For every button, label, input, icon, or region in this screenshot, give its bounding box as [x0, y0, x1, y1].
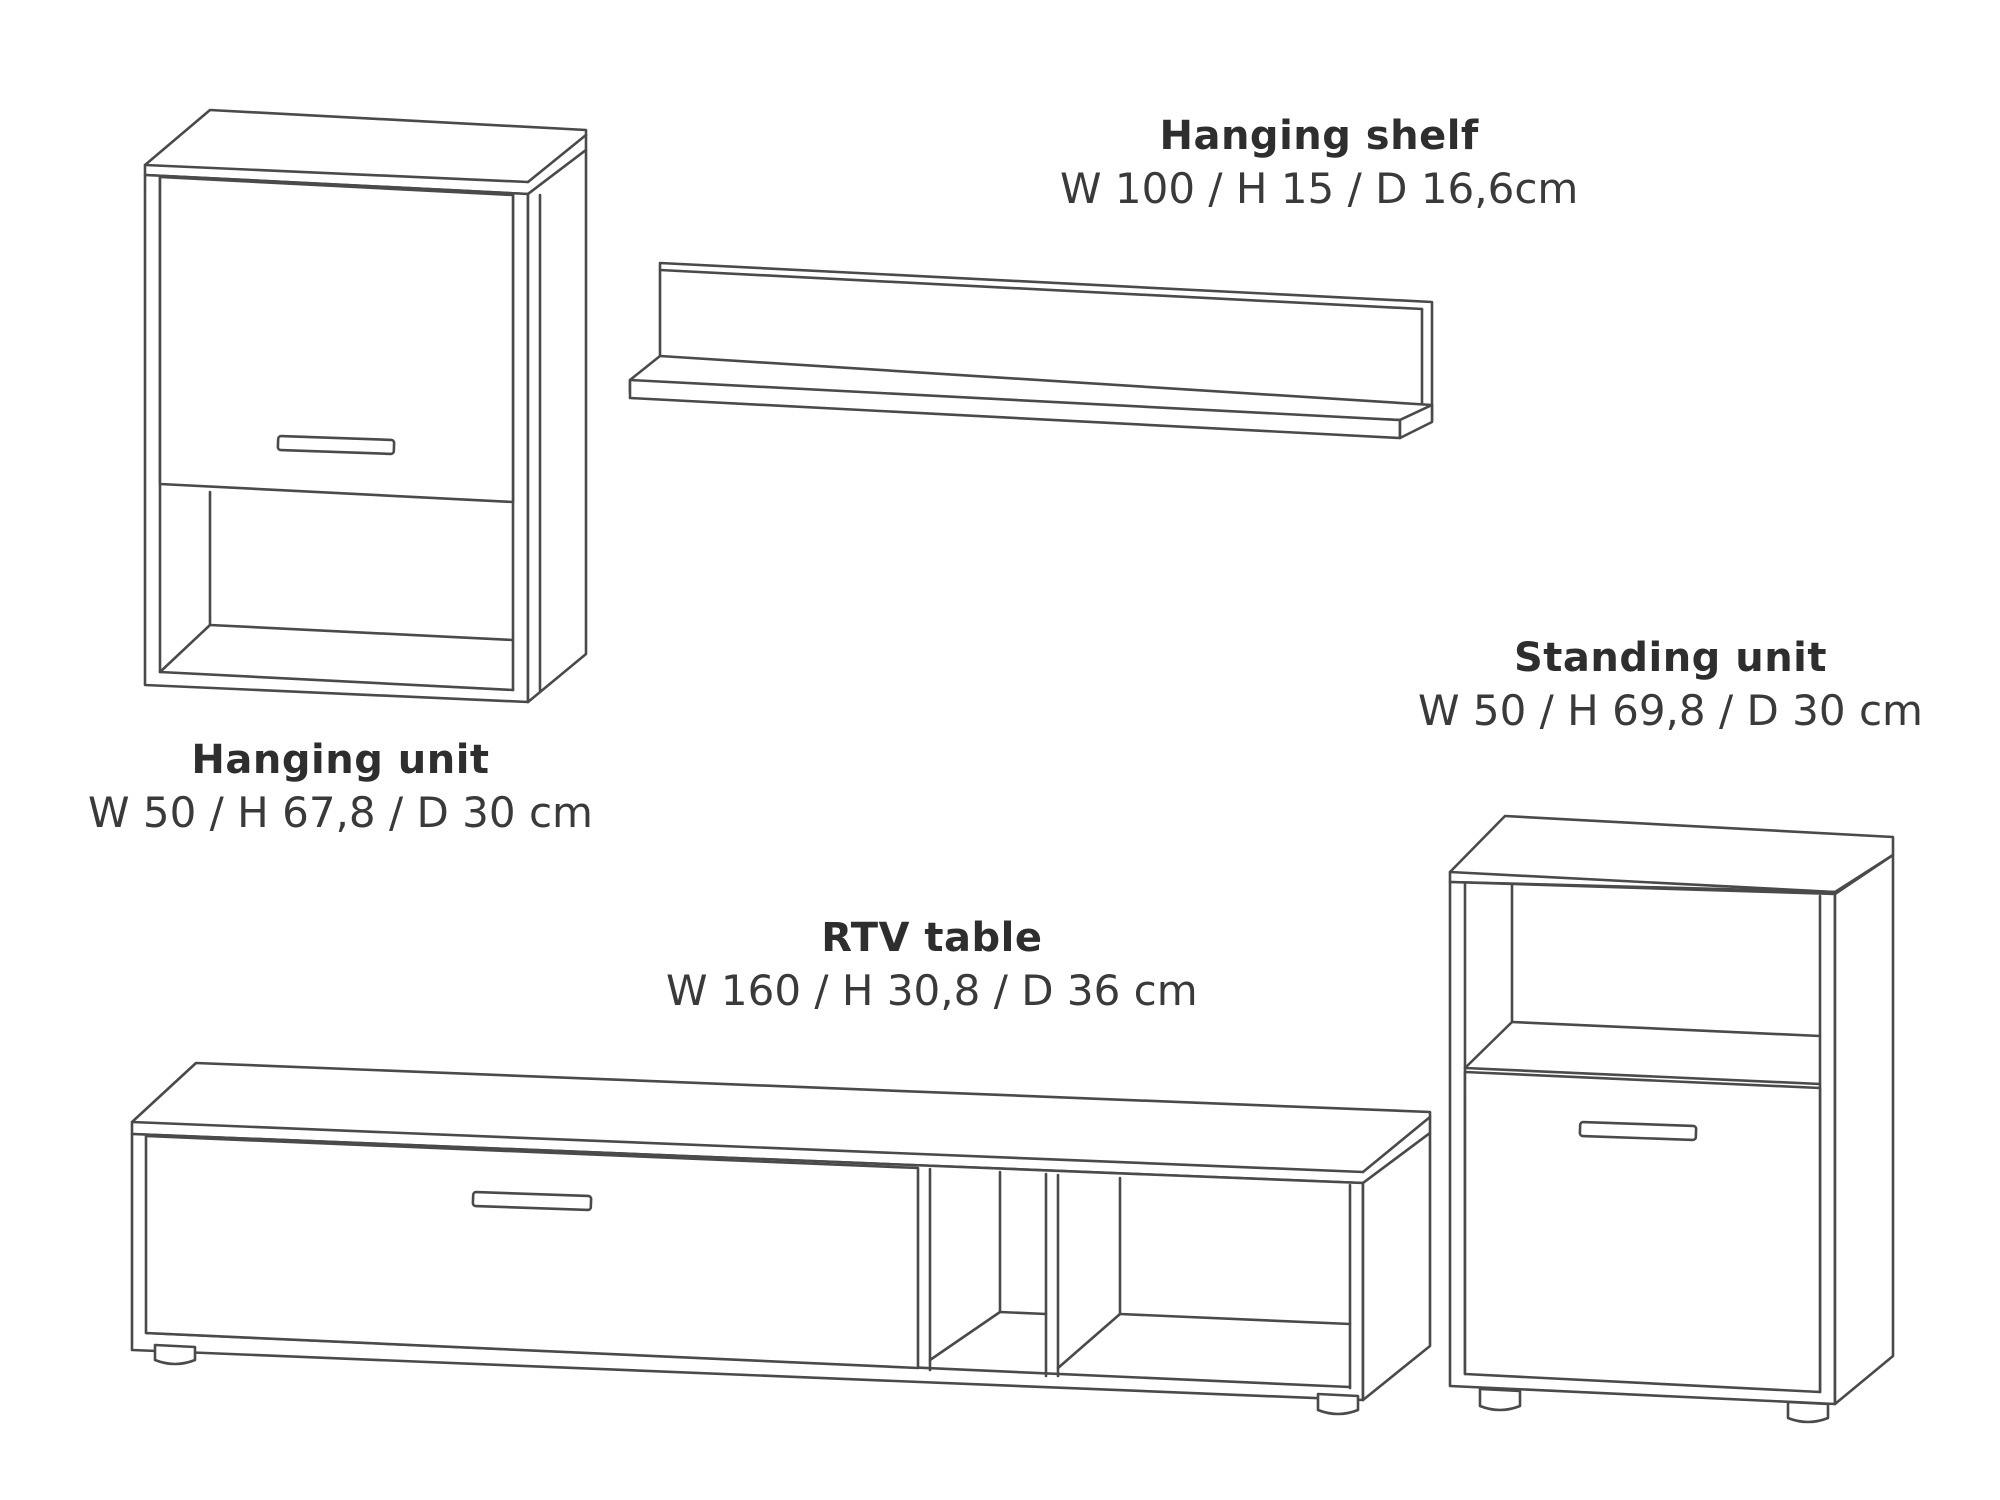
- hanging-unit-dimensions: W 50 / H 67,8 / D 30 cm: [88, 788, 593, 837]
- rtv-table-drawing: [130, 1061, 1432, 1416]
- standing-unit-name: Standing unit: [1513, 635, 1828, 681]
- hanging-shelf-label: Hanging shelf W 100 / H 15 / D 16,6cm: [1060, 112, 1578, 218]
- hanging-shelf-name: Hanging shelf: [1159, 113, 1479, 159]
- standing-unit-label: Standing unit W 50 / H 69,8 / D 30 cm: [1418, 634, 1923, 740]
- rtv-table-side: [1361, 1131, 1432, 1402]
- standing-unit-foot: [1478, 1387, 1522, 1412]
- standing-unit-dimensions: W 50 / H 69,8 / D 30 cm: [1418, 686, 1923, 735]
- standing-unit-top: [1448, 814, 1895, 894]
- hanging-unit-side: [526, 148, 588, 704]
- standing-unit-handle: [1578, 1120, 1698, 1142]
- rtv-table-foot: [153, 1343, 197, 1366]
- hanging-unit-drawing: [143, 108, 588, 704]
- standing-unit-drawing: [1448, 814, 1895, 1424]
- rtv-table-name: RTV table: [821, 915, 1043, 961]
- rtv-table-drawer: [144, 1134, 920, 1370]
- rtv-table-dimensions: W 160 / H 30,8 / D 36 cm: [666, 966, 1198, 1015]
- rtv-table-label: RTV table W 160 / H 30,8 / D 36 cm: [666, 914, 1198, 1020]
- standing-unit-foot: [1786, 1400, 1830, 1424]
- rtv-table-handle: [471, 1190, 593, 1212]
- hanging-shelf-drawing: [628, 261, 1434, 440]
- standing-unit-side: [1833, 853, 1895, 1406]
- hanging-unit-name: Hanging unit: [191, 737, 490, 783]
- standing-unit-door: [1463, 1070, 1822, 1394]
- hanging-shelf-dimensions: W 100 / H 15 / D 16,6cm: [1060, 164, 1579, 213]
- hanging-unit-handle: [276, 434, 396, 456]
- hanging-unit-door: [158, 175, 515, 504]
- hanging-unit-label: Hanging unit W 50 / H 67,8 / D 30 cm: [88, 736, 593, 842]
- rtv-table-foot: [1316, 1392, 1360, 1416]
